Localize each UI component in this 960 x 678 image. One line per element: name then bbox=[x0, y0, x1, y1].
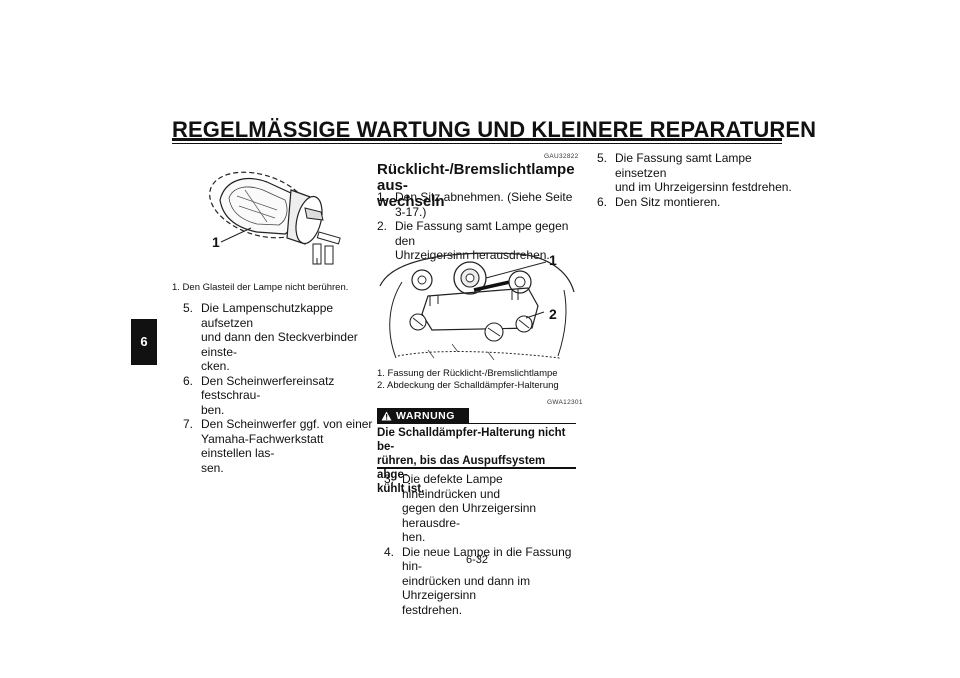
warning-code: GWA12301 bbox=[547, 399, 583, 406]
page-header-title: REGELMÄSSIGE WARTUNG UND KLEINERE REPARA… bbox=[172, 117, 817, 142]
figure-callout-1: 1 bbox=[549, 252, 557, 268]
middle-steps-b: 3. Die defekte Lampe hineindrücken und g… bbox=[384, 472, 580, 617]
middle-steps-a: 1. Den Sitz abnehmen. (Siehe Seite 3-17.… bbox=[377, 190, 577, 263]
step-item: 3. Die defekte Lampe hineindrücken und g… bbox=[384, 472, 537, 544]
step-item: 7. Den Scheinwerfer ggf. von einer Yamah… bbox=[183, 417, 373, 475]
figure-caption: 1. Fassung der Rücklicht-/Bremslichtlamp… bbox=[377, 368, 559, 391]
header-rule-thick bbox=[172, 138, 782, 141]
headlight-bulb-illustration bbox=[209, 171, 341, 265]
step-item: 5. Die Lampenschutzkappe aufsetzen und d… bbox=[183, 301, 358, 373]
figure-callout-2: 2 bbox=[549, 306, 557, 322]
page-number: 6-32 bbox=[466, 554, 489, 566]
right-steps: 5. Die Fassung samt Lampe einsetzen und … bbox=[597, 151, 792, 209]
step-item: 1. Den Sitz abnehmen. (Siehe Seite 3-17.… bbox=[377, 190, 573, 219]
chapter-tab: 6 bbox=[131, 319, 157, 365]
left-steps: 5. Die Lampenschutzkappe aufsetzen und d… bbox=[183, 301, 373, 475]
step-item: 2. Die Fassung samt Lampe gegen den Uhrz… bbox=[377, 219, 569, 262]
warning-bottom-rule bbox=[377, 467, 576, 469]
figure-callout-1: 1 bbox=[212, 234, 220, 250]
step-item: 5. Die Fassung samt Lampe einsetzen und … bbox=[597, 151, 792, 194]
warning-rule bbox=[469, 423, 576, 424]
step-item: 4. Die neue Lampe in die Fassung hin- ei… bbox=[384, 544, 572, 617]
warning-triangle-icon bbox=[381, 411, 392, 421]
tail-light-illustration bbox=[379, 252, 575, 361]
header-rule-thin bbox=[172, 143, 782, 144]
step-item: 6. Den Sitz montieren. bbox=[597, 194, 721, 209]
section-title: Rücklicht-/Bremslichtlampe aus- wechseln bbox=[377, 161, 575, 210]
warning-text: Die Schalldämpfer-Halterung nicht be- rü… bbox=[377, 427, 566, 495]
warning-badge: WARNUNG bbox=[377, 408, 469, 424]
figure-caption: 1. Den Glasteil der Lampe nicht berühren… bbox=[172, 282, 349, 293]
warning-label: WARNUNG bbox=[396, 410, 455, 422]
step-item: 6. Den Scheinwerfereinsatz festschrau- b… bbox=[183, 373, 335, 417]
section-code: GAU32822 bbox=[544, 153, 579, 160]
